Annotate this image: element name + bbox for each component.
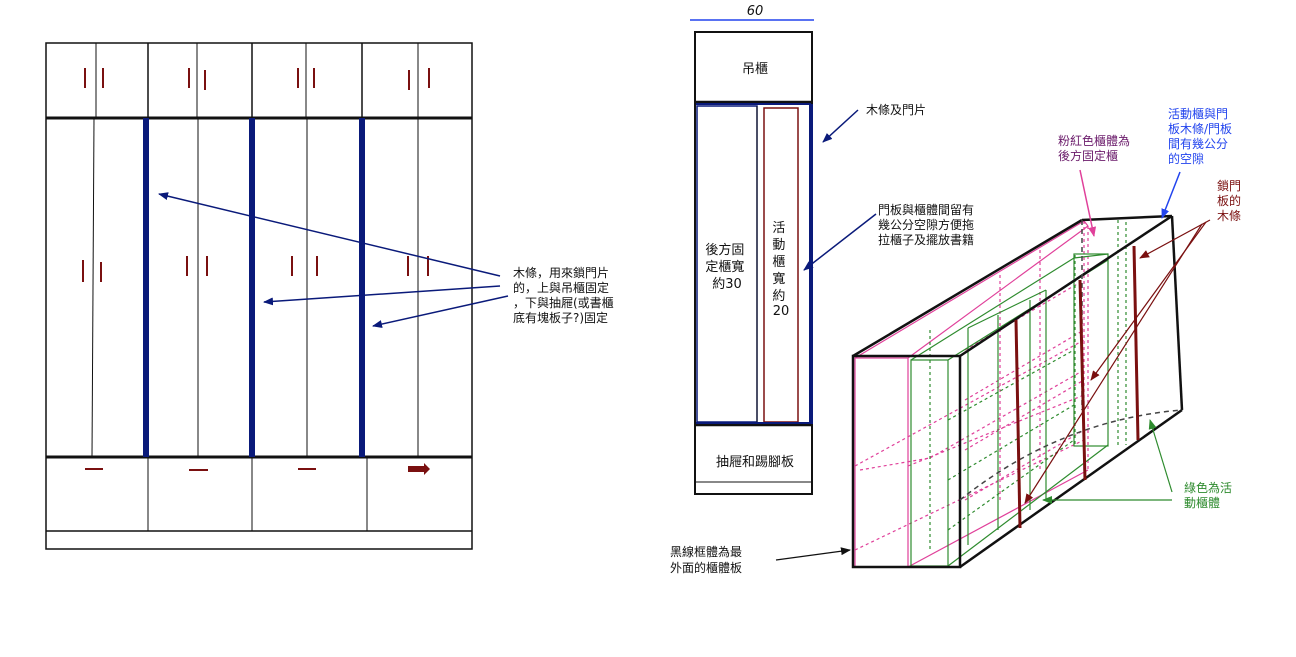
pink-note-arrow — [1079, 169, 1097, 237]
lock-note-arrows — [1024, 219, 1211, 504]
door-gap-note: 門板與櫃體間留有 幾公分空隙方便拖 拉櫃子及擺放書籍 — [878, 203, 978, 247]
black-note-arrow — [775, 547, 851, 561]
iso-outer-frame — [851, 214, 1184, 569]
black-frame-note: 黑線框體為最 外面的櫃體板 — [670, 544, 746, 575]
door-handles — [82, 68, 430, 471]
movable-cabinet-label: 活 動 櫃 寬 約 20 — [772, 221, 789, 319]
width-dimension-label: 60 — [747, 4, 764, 19]
green-movable-note: 綠色為活 動櫃體 — [1184, 481, 1236, 510]
wood-door-note: 木條及門片 — [866, 103, 926, 117]
lock-strip-note: 鎖門 板的 木條 — [1217, 178, 1245, 223]
iso-green-movable-cabinet — [910, 220, 1127, 567]
gap-note-arrow — [1161, 171, 1181, 219]
gap-space-note: 活動櫃與門 板木條/門板 間有幾公分 的空隙 — [1168, 107, 1236, 166]
top-cabinet-label: 吊櫃 — [742, 62, 768, 77]
front-view-cabinet — [45, 42, 473, 550]
door-gap-arrow — [803, 213, 877, 271]
iso-lock-strips — [1014, 245, 1140, 529]
wood-door-arrow — [822, 109, 859, 143]
front-wood-strips — [143, 118, 365, 457]
green-note-arrows — [1042, 419, 1173, 504]
iso-hidden-lines — [959, 220, 1183, 501]
pink-fixed-cabinet-note: 粉紅色櫃體為 後方固定櫃 — [1058, 134, 1134, 163]
front-annotation-text: 木條，用來鎖門片 的，上與吊櫃固定 ，下與抽屜(或書櫃 底有塊板子?)固定 — [513, 265, 618, 325]
front-annotation-arrows — [158, 192, 509, 328]
drawer-kickboard-label: 抽屜和踢腳板 — [716, 455, 794, 470]
drawer-arrow-handle — [408, 463, 430, 475]
iso-pink-fixed-cabinet — [854, 220, 1089, 568]
rear-fixed-cabinet-label: 後方固 定櫃寬 約30 — [705, 242, 748, 292]
